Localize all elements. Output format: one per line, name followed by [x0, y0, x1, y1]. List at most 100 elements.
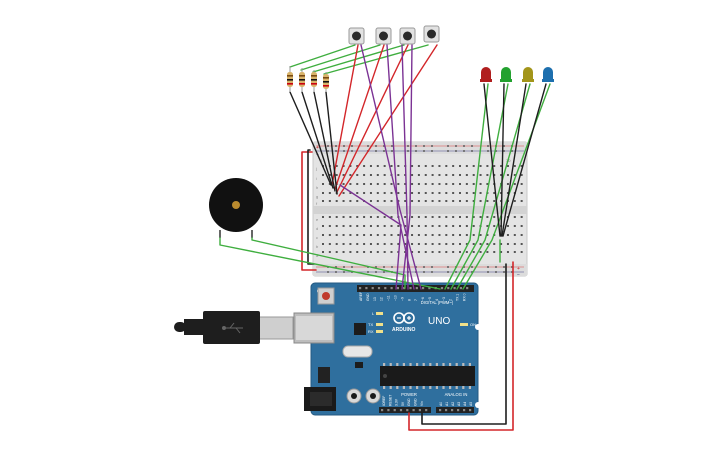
wire-purple-button1[interactable] [360, 44, 422, 290]
arduino-uno-board[interactable]: DIGITAL (PWM~) L TX RX ON ARDUINO UNO [293, 282, 481, 416]
digital-pin-label: 4 [435, 299, 439, 301]
bb-rail-minus-bottom: − [517, 272, 520, 278]
led-yellow[interactable] [522, 67, 534, 82]
mount-hole [475, 324, 481, 330]
wire-green-button3[interactable] [312, 44, 405, 73]
digital-header[interactable] [357, 285, 474, 292]
arduino-model: UNO [428, 316, 450, 327]
arduino-brand: ARDUINO [392, 327, 415, 333]
breadboard[interactable]: 1 30 + − + − j i h g f e d c b a [312, 141, 528, 278]
led-on [460, 323, 468, 326]
led-tx [376, 323, 383, 326]
wire-green-buzzer-pin[interactable] [219, 237, 441, 290]
wire-purple-bb[interactable] [339, 184, 402, 290]
usb-cable[interactable] [174, 311, 294, 344]
power-header[interactable] [379, 407, 431, 413]
small-chip [355, 362, 363, 368]
wire-black-led-red[interactable] [483, 83, 501, 237]
leds [480, 67, 554, 82]
wire-black-gnd[interactable] [421, 263, 507, 425]
bb-row-e: e [316, 217, 319, 222]
wire-purple-button4[interactable] [401, 44, 413, 290]
power-pin-label: Vin [420, 401, 424, 406]
led-l [376, 312, 383, 315]
wire-red-button1[interactable] [331, 44, 359, 186]
mount-hole [475, 402, 481, 408]
push-button-1[interactable] [348, 27, 365, 45]
power-pin-label: GND [414, 398, 418, 406]
digital-pin-label: GND [366, 293, 370, 301]
push-button-4[interactable] [423, 25, 440, 43]
wire-red-rail-loop[interactable] [301, 151, 317, 271]
wire-green-buzzer-gnd[interactable] [251, 237, 319, 256]
wire-green-led-green[interactable] [450, 83, 509, 290]
wire-purple-button2[interactable] [386, 44, 415, 290]
digital-pin-label: ~10 [394, 295, 398, 301]
led-green[interactable] [500, 67, 512, 82]
wire-red-button2[interactable] [334, 44, 385, 190]
wire-green-led-yellow[interactable] [456, 83, 531, 290]
power-pin-label: 3.3V [395, 398, 399, 406]
bb-row-i: i [316, 176, 317, 181]
wire-black-led-yellow[interactable] [501, 83, 527, 237]
digital-pin-label: ~6 [421, 297, 425, 301]
led-blue[interactable] [542, 67, 554, 82]
wire-green-button1[interactable] [289, 44, 356, 68]
analog-label: ANALOG IN [445, 392, 468, 397]
resistor-2[interactable] [299, 68, 305, 92]
bb-rail-plus-bottom: + [517, 266, 520, 272]
bb-row-g: g [316, 194, 318, 199]
wire-green-button4[interactable] [323, 44, 429, 75]
push-button-3[interactable] [399, 27, 416, 45]
led-tx-label: TX [368, 322, 373, 327]
digital-pin-label: 12 [380, 297, 384, 301]
digital-pin-label: ~5 [428, 297, 432, 301]
led-red[interactable] [480, 67, 492, 82]
digital-pin-label: 2 [449, 299, 453, 301]
wire-green-buzzer-bb[interactable] [317, 254, 406, 289]
analog-pin-label: A5 [469, 402, 473, 406]
wire-black-res2[interactable] [301, 91, 334, 189]
resistor-1[interactable] [287, 66, 293, 92]
led-l-label: L [372, 311, 375, 316]
digital-pin-label: AREF [359, 292, 363, 301]
power-pin-label: 5V [401, 401, 405, 406]
digital-pin-label: 8 [407, 299, 411, 301]
wire-black-res4[interactable] [325, 91, 338, 195]
digital-pin-label: ~3 [442, 297, 446, 301]
resistor-3[interactable] [311, 70, 317, 92]
crystal [342, 345, 373, 358]
wire-black-res1[interactable] [289, 91, 332, 186]
analog-pin-label: A0 [439, 402, 443, 406]
wire-red-5v[interactable] [408, 261, 514, 431]
digital-pin-label: 13 [373, 297, 377, 301]
wire-black-res3[interactable] [313, 91, 336, 192]
power-label: POWER [401, 392, 417, 397]
reset-button-cap [322, 292, 330, 300]
digital-pin-label: ~11 [387, 295, 391, 301]
wire-green-button2[interactable] [300, 44, 381, 71]
wire-green-led-red[interactable] [444, 83, 489, 290]
analog-pin-label: A3 [457, 402, 461, 406]
wire-red-button4[interactable] [338, 44, 438, 197]
breadboard-holes [322, 145, 523, 273]
piezo-buzzer[interactable] [209, 178, 263, 238]
wire-black-led-blue[interactable] [502, 83, 547, 237]
push-buttons [348, 25, 440, 45]
wire-black-rail-loop[interactable] [307, 149, 315, 265]
resistor-4[interactable] [323, 72, 329, 92]
push-button-2[interactable] [375, 27, 392, 45]
bb-row-b: b [316, 244, 319, 249]
wire-purple-button3[interactable] [401, 44, 409, 290]
digital-header-label: DIGITAL (PWM~) [421, 300, 454, 305]
analog-header[interactable] [436, 407, 474, 413]
led-rx-label: RX [368, 329, 374, 334]
arduino-logo-icon [393, 312, 415, 324]
wire-black-led-green[interactable] [500, 83, 505, 237]
wire-red-button3[interactable] [336, 44, 409, 193]
bb-row-j: j [315, 166, 317, 171]
digital-pin-label: TX 1 [456, 294, 460, 301]
usb-chip [354, 323, 366, 335]
resistors [287, 66, 329, 92]
power-pin-label: IOREF [382, 396, 386, 406]
